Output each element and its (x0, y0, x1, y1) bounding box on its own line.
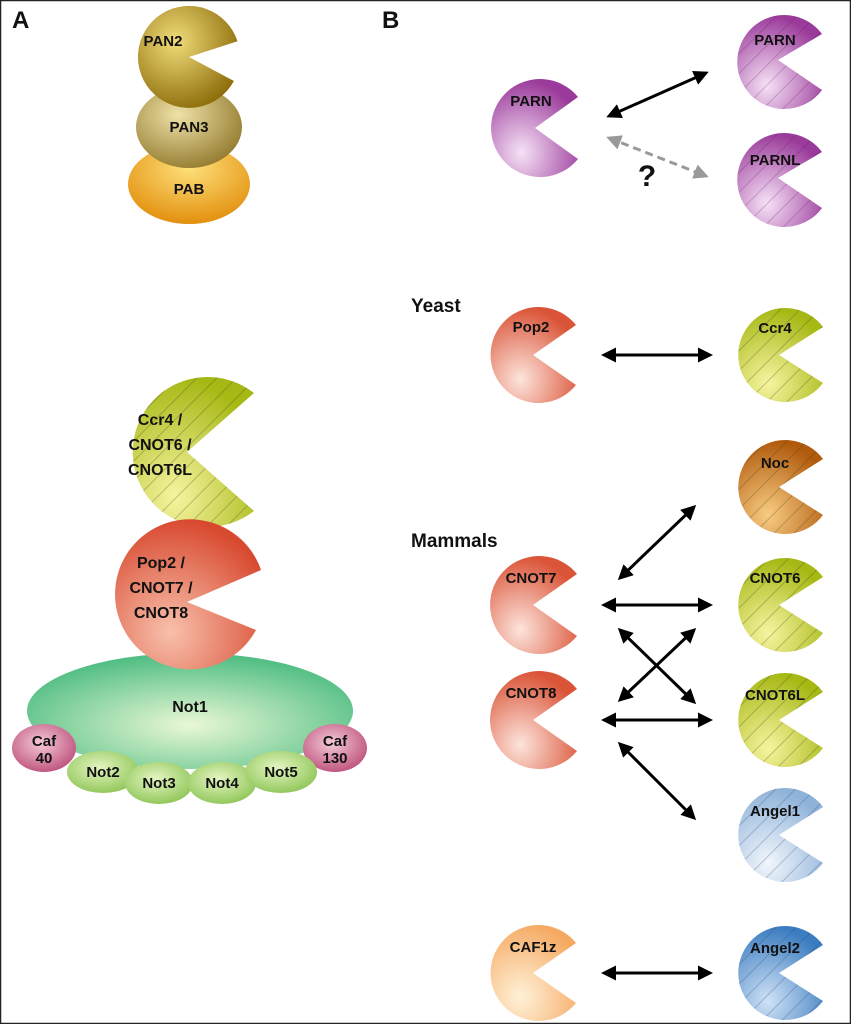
not5-label: Not5 (264, 764, 297, 781)
parn-right-label: PARN (754, 32, 795, 49)
cnot7-noc-arrow (617, 504, 697, 581)
pop2-label-line1: Pop2 / (137, 555, 186, 572)
ccr4-yeast-label: Ccr4 (758, 320, 792, 337)
cnot8-label: CNOT8 (506, 685, 557, 702)
ccr4-not-complex: Not1 Ccr4 / CNOT6 / CNOT6L Pop2 / CNOT7 … (12, 377, 367, 804)
ccr4-label-line3: CNOT6L (128, 462, 192, 479)
not1-label: Not1 (172, 699, 208, 716)
mammals-label: Mammals (411, 531, 498, 552)
not2-shape (67, 751, 139, 793)
not3-shape (125, 762, 193, 804)
cnot6l-label: CNOT6L (745, 687, 805, 704)
not4-shape (188, 762, 256, 804)
ccr4-label-line2: CNOT6 / (128, 437, 192, 454)
yeast-group: Yeast Pop2 Ccr4 (411, 296, 823, 404)
pan2-shape (137, 5, 238, 108)
pop2-yeast-shape (490, 307, 576, 404)
mammals-group: Mammals CNOT7 CNOT8 Noc CNOT6 CNOT6L Ang… (411, 440, 823, 882)
pan3-label: PAN3 (170, 119, 209, 136)
caf40-label-line2: 40 (36, 750, 53, 767)
parn-left-shape (491, 79, 578, 177)
not4-label: Not4 (205, 775, 239, 792)
caf130-label-line2: 130 (322, 750, 347, 767)
caf40-shape (12, 724, 76, 772)
angel2-label: Angel2 (750, 940, 800, 957)
cnot7-shape (490, 556, 577, 655)
pop2-yeast-label: Pop2 (513, 319, 550, 336)
caf130-label-line1: Caf (323, 733, 348, 750)
pab-label: PAB (174, 181, 205, 198)
not5-shape (245, 751, 317, 793)
angel1-label: Angel1 (750, 803, 800, 820)
cnot8-cnot6-arrow (617, 627, 697, 703)
pan3-shape (136, 86, 242, 168)
cnot7-label: CNOT7 (506, 570, 557, 587)
not1-shape (27, 653, 353, 769)
pan2-label: PAN2 (144, 33, 183, 50)
caf1z-shape (490, 925, 576, 1021)
not3-label: Not3 (142, 775, 175, 792)
pan2-pan3-complex: PAN2 PAN3 PAB (128, 5, 250, 224)
caf130-shape (303, 724, 367, 772)
caf1z-label: CAF1z (510, 939, 557, 956)
yeast-label: Yeast (411, 296, 461, 317)
cnot8-angel1-arrow (617, 741, 697, 821)
cnot8-shape (490, 671, 577, 769)
parn-left-label: PARN (510, 93, 551, 110)
pop2-label-line3: CNOT8 (134, 605, 188, 622)
noc-label: Noc (761, 455, 789, 472)
parn-parnl-arrow (606, 135, 709, 179)
question-mark: ? (638, 160, 656, 193)
not2-label: Not2 (86, 764, 119, 781)
panel-a-label: A (12, 7, 29, 34)
parn-parn-arrow (606, 71, 709, 118)
caf1z-angel2-group: CAF1z Angel2 (490, 925, 823, 1021)
panel-b-label: B (382, 7, 399, 34)
pop2-shape (115, 519, 261, 670)
pop2-label-line2: CNOT7 / (129, 580, 193, 597)
caf40-label-line1: Caf (32, 733, 57, 750)
pab-shape (128, 144, 250, 224)
parnl-label: PARNL (750, 152, 801, 169)
cnot6-label: CNOT6 (750, 570, 801, 587)
parn-group: PARN PARN PARNL ? (491, 15, 822, 227)
ccr4-label-line1: Ccr4 / (138, 412, 183, 429)
